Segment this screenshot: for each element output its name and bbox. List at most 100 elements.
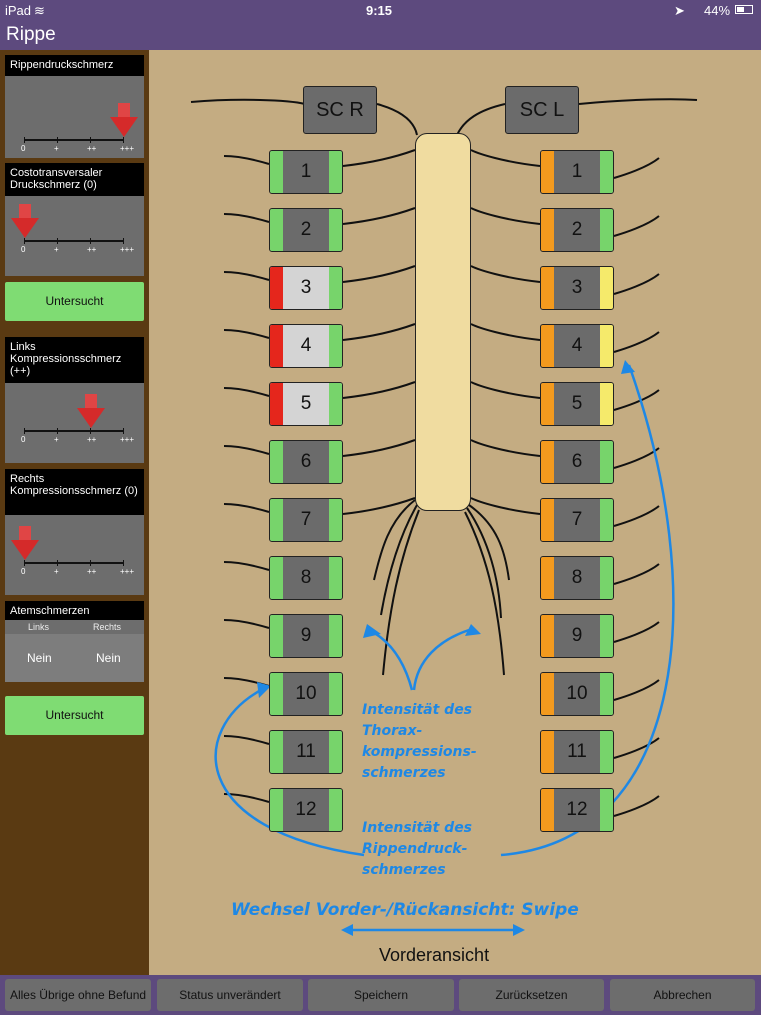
annotation-pressure: Intensität des Rippendruck- schmerzes xyxy=(362,820,473,878)
cancel-button[interactable]: Abbrechen xyxy=(610,979,755,1011)
scale-line xyxy=(24,430,124,432)
rib-left-8[interactable]: 8 xyxy=(540,556,614,600)
rib-line-right-inner xyxy=(342,149,416,167)
rib-left-5[interactable]: 5 xyxy=(540,382,614,426)
left-compression-scale[interactable]: 0++++++ xyxy=(5,383,144,463)
scale-marker-icon[interactable] xyxy=(11,526,39,567)
rib-left-12[interactable]: 12 xyxy=(540,788,614,832)
rib-line-right-outer xyxy=(223,445,270,455)
rib-right-7[interactable]: 7 xyxy=(269,498,343,542)
scale-marker-icon[interactable] xyxy=(11,204,39,245)
status-unchanged-button[interactable]: Status unverändert xyxy=(157,979,303,1011)
right-compression-scale[interactable]: 0++++++ xyxy=(5,515,144,595)
rib-edge xyxy=(329,267,342,309)
rib-edge xyxy=(270,325,283,367)
rib-right-1[interactable]: 1 xyxy=(269,150,343,194)
rib-edge xyxy=(329,615,342,657)
examined-button-2[interactable]: Untersucht xyxy=(5,696,144,735)
rib-left-4[interactable]: 4 xyxy=(540,324,614,368)
scale-marker-icon[interactable] xyxy=(110,103,138,144)
rib-line-right-outer xyxy=(223,329,270,339)
scale-tick xyxy=(24,238,25,244)
rib-pressure-scale[interactable]: 0++++++ xyxy=(5,76,144,158)
scale-tick-label: + xyxy=(54,144,59,153)
scale-marker-icon[interactable] xyxy=(77,394,105,435)
rib-line-left-outer xyxy=(613,505,660,527)
rib-left-7[interactable]: 7 xyxy=(540,498,614,542)
rib-line-right-outer xyxy=(223,387,270,397)
rib-left-6[interactable]: 6 xyxy=(540,440,614,484)
rib-edge xyxy=(329,557,342,599)
rib-number: 6 xyxy=(300,451,312,472)
rib-edge xyxy=(329,789,342,831)
breath-col-left: Links xyxy=(28,622,50,632)
rib-edge xyxy=(329,731,342,773)
rib-edge xyxy=(270,499,283,541)
reset-button[interactable]: Zurücksetzen xyxy=(459,979,604,1011)
rib-edge xyxy=(600,209,613,251)
scale-tick xyxy=(24,137,25,143)
costal-arch-left-a xyxy=(468,504,510,581)
rib-edge xyxy=(541,789,554,831)
rib-edge xyxy=(600,151,613,193)
rib-right-6[interactable]: 6 xyxy=(269,440,343,484)
rib-edge xyxy=(270,151,283,193)
rib-left-10[interactable]: 10 xyxy=(540,672,614,716)
rib-edge xyxy=(270,731,283,773)
sc-left-box[interactable]: SC L xyxy=(505,86,579,134)
examined-button-1[interactable]: Untersucht xyxy=(5,282,144,321)
scale-tick-label: + xyxy=(54,567,59,576)
rib-left-1[interactable]: 1 xyxy=(540,150,614,194)
title-bar: Rippe xyxy=(0,20,761,50)
arrow-compression-right xyxy=(368,628,414,691)
rib-left-2[interactable]: 2 xyxy=(540,208,614,252)
rib-edge xyxy=(329,325,342,367)
rib-line-right-inner xyxy=(342,323,416,341)
scale-tick-label: + xyxy=(54,245,59,254)
view-label: Vorderansicht xyxy=(379,945,490,965)
right-compression-title: Rechts Kompressionsschmerz (0) xyxy=(5,469,144,515)
rib-edge xyxy=(541,267,554,309)
rib-number: 7 xyxy=(571,509,583,530)
rib-right-12[interactable]: 12 xyxy=(269,788,343,832)
rib-number: 11 xyxy=(296,741,316,762)
rib-edge xyxy=(600,499,613,541)
rib-right-2[interactable]: 2 xyxy=(269,208,343,252)
rib-number: 3 xyxy=(571,277,583,298)
rib-edge xyxy=(270,557,283,599)
rib-number: 10 xyxy=(295,683,317,704)
breath-right-value[interactable]: Nein xyxy=(96,651,121,665)
rib-line-right-inner xyxy=(342,207,416,225)
scale-tick xyxy=(24,428,25,434)
rib-number: 8 xyxy=(300,567,312,588)
rib-left-11[interactable]: 11 xyxy=(540,730,614,774)
all-normal-button[interactable]: Alles Übrige ohne Befund xyxy=(5,979,151,1011)
rib-line-left-outer xyxy=(613,795,660,817)
sc-right-box[interactable]: SC R xyxy=(303,86,377,134)
rib-right-5[interactable]: 5 xyxy=(269,382,343,426)
rib-line-left-outer xyxy=(613,679,660,701)
sternum xyxy=(415,133,471,511)
rib-number: 1 xyxy=(300,161,312,182)
rib-right-9[interactable]: 9 xyxy=(269,614,343,658)
scale-tick-label: +++ xyxy=(120,567,135,576)
arrow-pressure-right xyxy=(214,688,365,857)
rib-right-11[interactable]: 11 xyxy=(269,730,343,774)
arrowhead xyxy=(257,682,271,698)
costal-arch-left-c xyxy=(464,511,505,676)
scale-tick xyxy=(123,238,124,244)
rib-edge xyxy=(541,325,554,367)
rib-right-4[interactable]: 4 xyxy=(269,324,343,368)
rib-left-9[interactable]: 9 xyxy=(540,614,614,658)
clavicle-right xyxy=(190,98,306,105)
rib-right-10[interactable]: 10 xyxy=(269,672,343,716)
clavicle-left-joint xyxy=(456,103,506,136)
breath-left-value[interactable]: Nein xyxy=(27,651,52,665)
rib-right-8[interactable]: 8 xyxy=(269,556,343,600)
rib-right-3[interactable]: 3 xyxy=(269,266,343,310)
rib-edge xyxy=(600,325,613,367)
costotransversal-scale[interactable]: 0++++++ xyxy=(5,196,144,276)
rib-left-3[interactable]: 3 xyxy=(540,266,614,310)
rib-number: 8 xyxy=(571,567,583,588)
save-button[interactable]: Speichern xyxy=(308,979,454,1011)
